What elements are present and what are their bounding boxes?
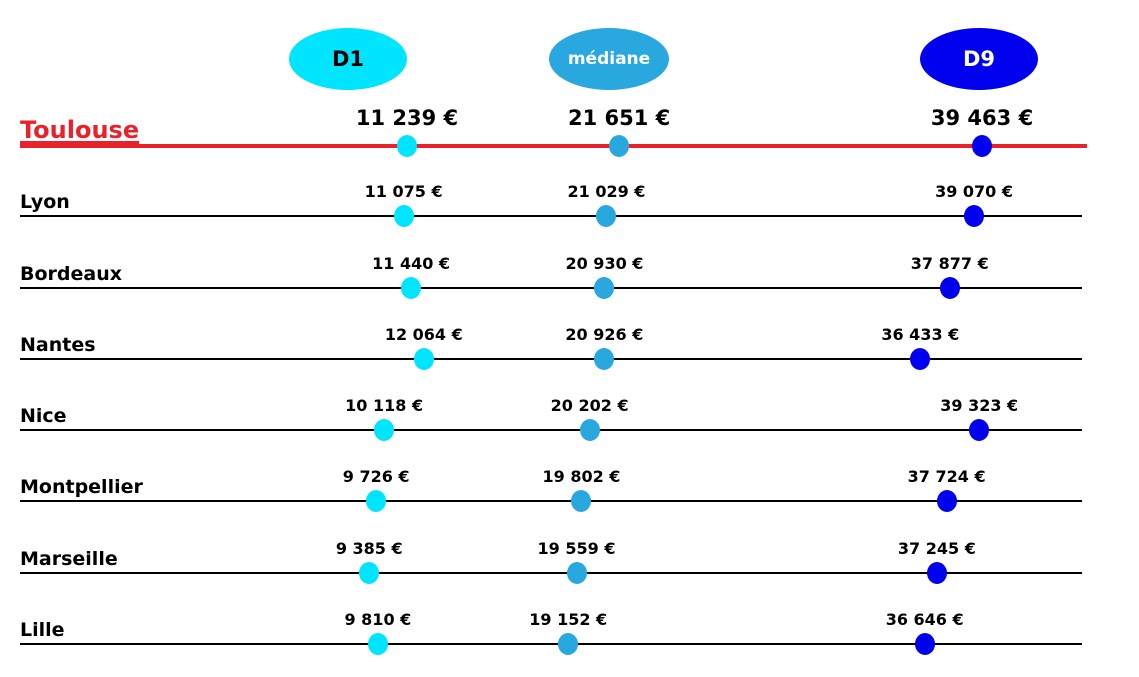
dot-d1-toulouse [396,135,417,157]
dot-d9-toulouse [972,135,993,157]
dot-d1-lyon [393,205,414,227]
value-label-d9-lyon: 39 070 € [935,182,1014,201]
value-label-median-nantes: 20 926 € [565,325,644,344]
value-label-d1-lille: 9 810 € [344,610,412,629]
dot-d1-montpellier [366,490,387,512]
dot-d9-montpellier [936,490,957,512]
value-label-d1-lyon: 11 075 € [364,182,443,201]
row-line-marseille [20,572,1082,574]
value-label-d9-marseille: 37 245 € [897,539,976,558]
legend-median: médiane [549,28,669,90]
value-label-median-lille: 19 152 € [529,610,608,629]
dot-d1-nantes [413,348,434,370]
dot-median-toulouse [609,135,630,157]
dot-d9-bordeaux [939,277,960,299]
dot-median-lyon [596,205,617,227]
city-label-toulouse: Toulouse [20,116,140,144]
dot-d9-nice [969,419,990,441]
value-label-d1-nantes: 12 064 € [384,325,463,344]
city-label-montpellier: Montpellier [20,476,143,498]
value-label-median-bordeaux: 20 930 € [565,254,644,273]
legend-d1: D1 [289,28,407,90]
dot-d1-bordeaux [401,277,422,299]
value-label-d1-nice: 10 118 € [345,396,424,415]
value-label-median-nice: 20 202 € [550,396,629,415]
value-label-d1-montpellier: 9 726 € [342,467,410,486]
value-label-median-marseille: 19 559 € [537,539,616,558]
dot-median-montpellier [571,490,592,512]
dot-d1-lille [367,633,388,655]
city-label-nice: Nice [20,405,67,427]
value-label-median-montpellier: 19 802 € [542,467,621,486]
value-label-median-lyon: 21 029 € [567,182,646,201]
city-label-bordeaux: Bordeaux [20,263,122,285]
value-label-d1-bordeaux: 11 440 € [372,254,451,273]
dot-median-nice [579,419,600,441]
city-label-lille: Lille [20,619,65,641]
dot-d9-lyon [964,205,985,227]
row-line-lille [20,643,1082,645]
value-label-median-toulouse: 21 651 € [567,106,671,130]
value-label-d9-lille: 36 646 € [885,610,964,629]
dot-median-lille [558,633,579,655]
dot-median-marseille [566,562,587,584]
value-label-d9-montpellier: 37 724 € [907,467,986,486]
legend-d9: D9 [920,28,1038,90]
city-label-nantes: Nantes [20,334,96,356]
value-label-d1-marseille: 9 385 € [335,539,403,558]
value-label-d9-nantes: 36 433 € [881,325,960,344]
row-line-montpellier [20,500,1082,502]
value-label-d9-nice: 39 323 € [940,396,1019,415]
row-line-nantes [20,358,1082,360]
row-line-bordeaux [20,287,1082,289]
value-label-d1-toulouse: 11 239 € [355,106,459,130]
dot-median-nantes [594,348,615,370]
legend-d9-label: D9 [962,47,996,71]
dot-d1-marseille [359,562,380,584]
legend-d1-label: D1 [331,47,365,71]
dot-median-bordeaux [594,277,615,299]
city-label-marseille: Marseille [20,548,118,570]
legend-median-label: médiane [567,49,651,69]
dot-d9-marseille [926,562,947,584]
value-label-d9-bordeaux: 37 877 € [910,254,989,273]
row-line-nice [20,429,1082,431]
dot-d9-nantes [910,348,931,370]
city-label-lyon: Lyon [20,191,70,213]
dot-d1-nice [374,419,395,441]
dot-d9-lille [914,633,935,655]
row-line-toulouse [20,144,1087,148]
row-line-lyon [20,215,1082,217]
value-label-d9-toulouse: 39 463 € [930,106,1034,130]
